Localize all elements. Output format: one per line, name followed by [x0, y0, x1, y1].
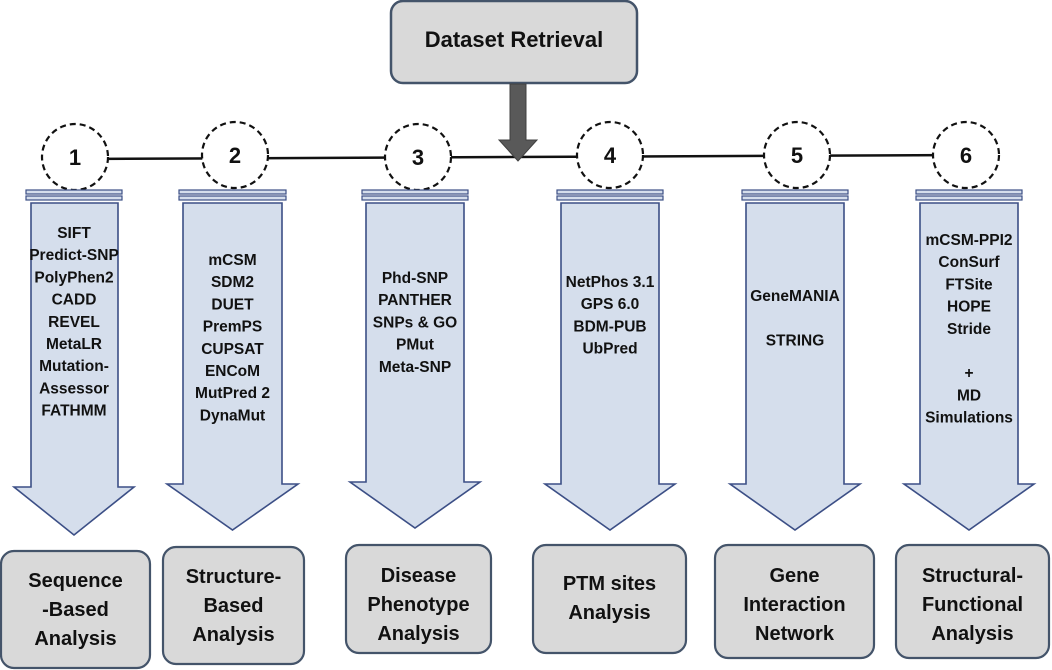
arrow-stripe	[556, 189, 664, 195]
step-number: 3	[412, 145, 424, 170]
result-label: Analysis	[192, 624, 274, 646]
tool-name: GPS 6.0	[581, 296, 640, 313]
tool-name: UbPred	[582, 341, 637, 358]
tool-name: NetPhos 3.1	[566, 274, 655, 291]
tool-arrow	[11, 202, 137, 537]
tool-name: DynaMut	[200, 407, 265, 424]
step-circle	[762, 120, 832, 190]
result-label: -Based	[42, 599, 109, 621]
step-circle	[200, 120, 270, 190]
tool-name: Simulations	[925, 410, 1013, 427]
tool-name: SNPs & GO	[373, 314, 457, 331]
result-label: Based	[203, 595, 263, 617]
result-box	[344, 543, 493, 655]
tool-name: +	[964, 365, 973, 382]
tool-name: CUPSAT	[201, 341, 264, 358]
step-number: 6	[960, 143, 972, 168]
tool-name: SDM2	[211, 274, 254, 291]
result-box	[713, 543, 876, 660]
arrow-stripe	[178, 195, 287, 201]
tool-name: GeneMANIA	[750, 288, 840, 305]
result-box	[531, 543, 688, 655]
tool-name: MD	[957, 387, 981, 404]
tool-name: MutPred 2	[195, 385, 270, 402]
tool-name: Stride	[947, 321, 991, 338]
arrow-stripe	[741, 195, 849, 201]
tool-name: PremPS	[203, 319, 262, 336]
step-circle	[575, 120, 645, 190]
tool-name: PMut	[396, 337, 434, 354]
tool-name: FATHMM	[41, 403, 106, 420]
result-label: Interaction	[743, 594, 845, 616]
tool-arrow	[542, 202, 678, 531]
step-number: 5	[791, 143, 803, 168]
result-label: Analysis	[568, 602, 650, 624]
tool-arrow	[727, 202, 863, 531]
step-number: 1	[69, 145, 81, 170]
arrow-stripe	[556, 195, 664, 201]
result-label: Gene	[769, 565, 819, 587]
tool-name: Mutation-	[39, 358, 109, 375]
retrieval-down-arrow	[497, 83, 539, 162]
tool-name: Predict-SNP	[29, 247, 119, 264]
result-label: Structural-	[922, 565, 1023, 587]
arrow-stripe	[361, 195, 469, 201]
step-circle	[931, 120, 1001, 190]
tool-name: PolyPhen2	[34, 269, 113, 286]
tool-arrow	[164, 202, 301, 531]
tool-name: ENCoM	[205, 363, 260, 380]
tool-name: STRING	[766, 332, 825, 349]
dataset-retrieval-rect	[389, 0, 639, 85]
result-label: Sequence	[28, 570, 122, 592]
result-label: Disease	[381, 565, 457, 587]
tool-arrow	[901, 202, 1037, 531]
step-number: 2	[229, 143, 241, 168]
arrow-stripe	[361, 189, 469, 195]
tool-name: Meta-SNP	[379, 359, 451, 376]
tool-arrow	[347, 202, 483, 529]
result-label: Analysis	[34, 628, 116, 650]
tool-name: DUET	[211, 296, 254, 313]
tool-name: PANTHER	[378, 292, 452, 309]
result-label: Functional	[922, 594, 1023, 616]
dataset-retrieval-box: Dataset Retrieval	[389, 0, 639, 85]
tool-name: CADD	[52, 292, 97, 309]
tool-name: ConSurf	[938, 254, 1000, 271]
result-label: Analysis	[931, 623, 1013, 645]
tool-name: FTSite	[945, 276, 993, 293]
tool-name: BDM-PUB	[573, 318, 646, 335]
tool-name: REVEL	[48, 314, 100, 331]
tool-name: Assessor	[39, 380, 109, 397]
tool-name: mCSM	[208, 252, 256, 269]
arrow-stripe	[178, 189, 287, 195]
tool-name: MetaLR	[46, 336, 102, 353]
result-box	[894, 543, 1051, 660]
result-label: Phenotype	[367, 594, 469, 616]
arrow-stripe	[25, 189, 123, 195]
tool-name: mCSM-PPI2	[926, 232, 1013, 249]
step-number: 4	[604, 143, 617, 168]
result-label: Structure-	[186, 566, 282, 588]
tool-name: Phd-SNP	[382, 270, 448, 287]
result-label: Network	[755, 623, 835, 645]
result-label: Analysis	[377, 623, 459, 645]
result-box	[0, 549, 152, 670]
arrow-stripe	[915, 189, 1023, 195]
tool-name: HOPE	[947, 299, 991, 316]
result-label: PTM sites	[563, 573, 656, 595]
tool-name: SIFT	[57, 225, 91, 242]
arrow-stripe	[915, 195, 1023, 201]
dataset-retrieval-label: Dataset Retrieval	[425, 27, 604, 52]
result-box	[161, 545, 306, 666]
arrow-stripe	[741, 189, 849, 195]
arrow-stripe	[25, 195, 123, 201]
